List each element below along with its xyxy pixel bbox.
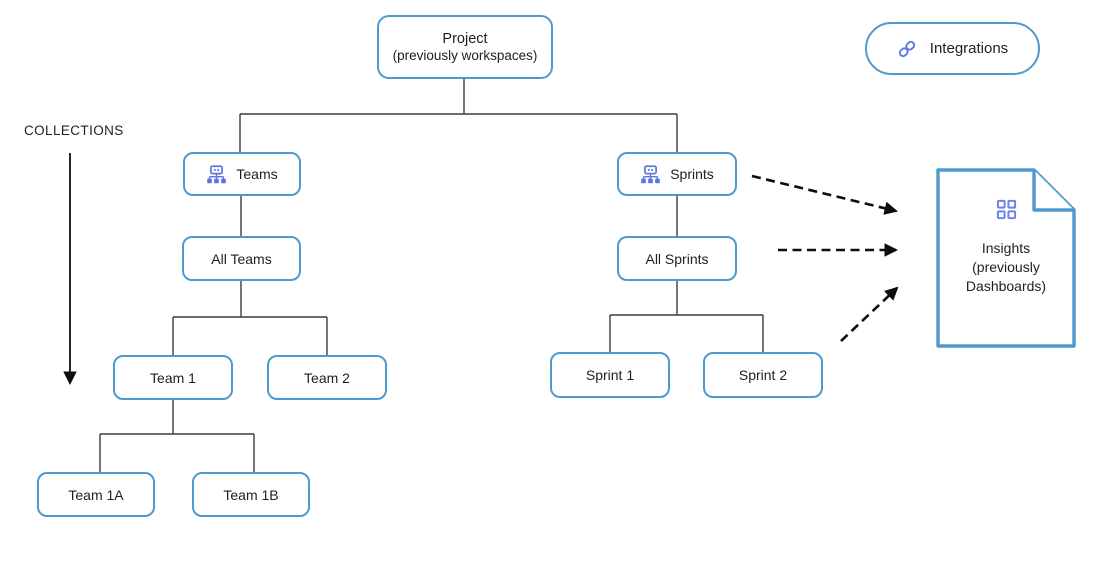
node-team-2: Team 2: [267, 355, 387, 400]
node-label: Teams: [236, 166, 278, 182]
node-integrations: Integrations: [865, 22, 1040, 75]
insights-line-1: Insights: [981, 240, 1031, 256]
node-label: Team 2: [304, 369, 350, 386]
node-sprint-1: Sprint 1: [550, 352, 670, 398]
node-label: Team 1: [150, 369, 196, 386]
node-label: Sprint 2: [738, 367, 788, 383]
node-insights: Insights (previously Dashboards): [936, 168, 1076, 348]
dashed-arrow-sprints-to-insights: [751, 174, 898, 215]
node-sprint-2: Sprint 2: [703, 352, 823, 398]
node-all-sprints: All Sprints: [617, 236, 737, 281]
document-shape: [936, 168, 1076, 348]
link-icon: [897, 39, 917, 59]
insights-line-3: Dashboards): [965, 278, 1047, 294]
org-chart-icon: [206, 164, 227, 184]
grid-icon: [996, 199, 1017, 225]
node-team-1a: Team 1A: [37, 472, 155, 517]
node-teams: Teams: [183, 152, 301, 196]
node-all-teams: All Teams: [182, 236, 301, 281]
org-chart-icon: [640, 164, 661, 184]
node-label: Team 1A: [68, 486, 124, 503]
node-team-1: Team 1: [113, 355, 233, 400]
node-project: Project (previously workspaces): [377, 15, 553, 79]
node-sprints: Sprints: [617, 152, 737, 196]
node-label: Integrations: [929, 40, 1009, 57]
node-label: Sprints: [670, 166, 714, 182]
project-subtitle: (previously workspaces): [392, 48, 538, 63]
project-title: Project: [442, 31, 488, 47]
collections-label: COLLECTIONS: [24, 123, 124, 138]
insights-line-2: (previously: [972, 259, 1040, 275]
node-label: All Sprints: [645, 250, 709, 267]
node-label: All Teams: [211, 250, 272, 267]
node-team-1b: Team 1B: [192, 472, 310, 517]
node-label: Sprint 1: [585, 367, 635, 383]
node-label: Team 1B: [223, 486, 279, 503]
dashed-arrow-sprint2-to-insights: [840, 286, 899, 342]
